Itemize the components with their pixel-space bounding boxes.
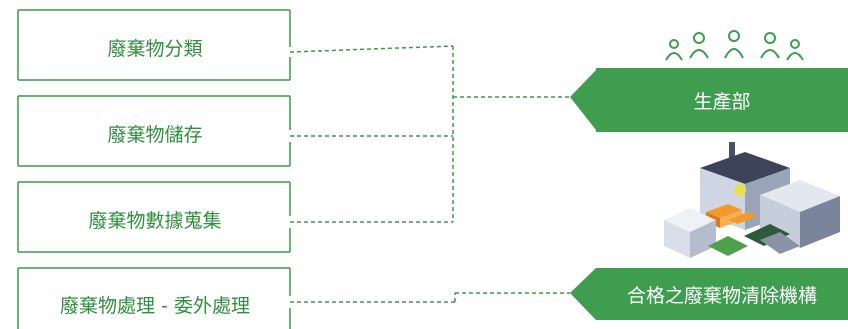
responsible-callout-production: 生產部 — [596, 68, 848, 132]
task-box-outline-1 — [17, 9, 291, 81]
responsible-callout-contractor: 合格之廢棄物清除機構 — [596, 268, 848, 320]
task-box-outline-2 — [17, 95, 291, 167]
callout-arrow-1 — [570, 70, 596, 130]
task-box-outline-3 — [17, 181, 291, 253]
callout-arrow-2 — [570, 268, 596, 320]
dashed-connectors — [289, 45, 570, 303]
task-label-data-collection: 廢棄物數據蒐集 — [88, 210, 222, 232]
task-label-storage: 廢棄物儲存 — [107, 124, 203, 146]
people-group-icon — [665, 30, 804, 61]
task-box-outline-4 — [17, 267, 291, 329]
responsible-label-production: 生產部 — [693, 90, 751, 113]
task-label-sorting: 廢棄物分類 — [107, 38, 203, 60]
responsible-label-contractor: 合格之廢棄物清除機構 — [626, 284, 817, 307]
recycling-factory-icon — [664, 142, 840, 258]
task-label-outsourced-treatment: 廢棄物處理 - 委外處理 — [60, 295, 250, 317]
